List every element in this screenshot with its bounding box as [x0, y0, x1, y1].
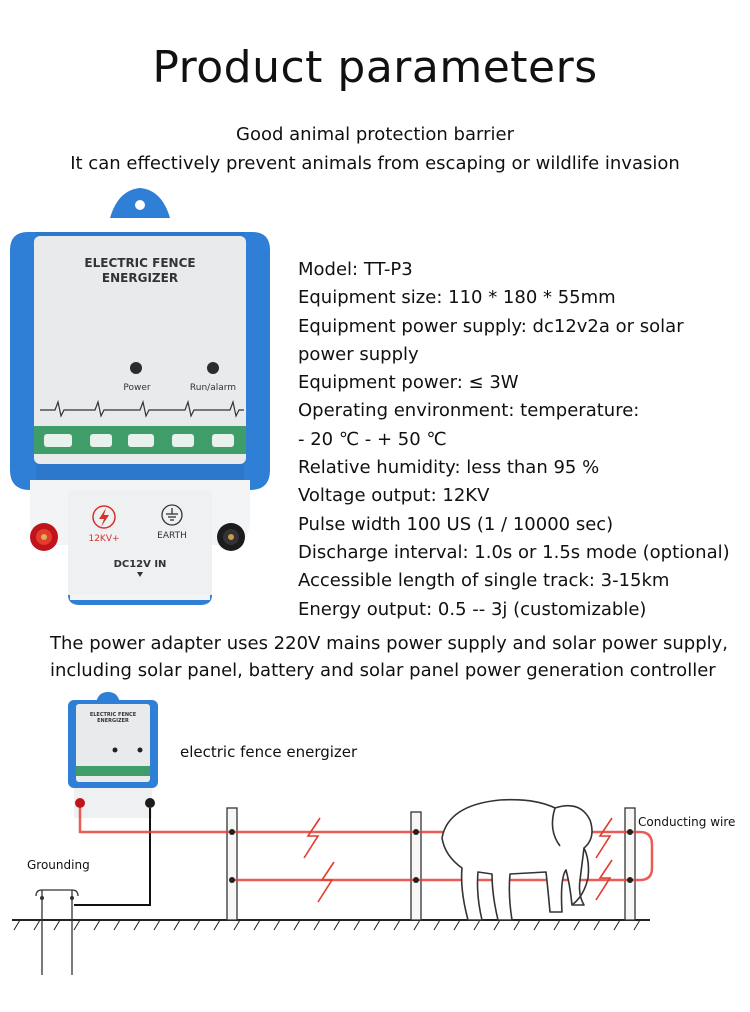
param-line: Equipment power supply: dc12v2a or solar	[298, 315, 684, 337]
param-line: Equipment power: ≤ 3W	[298, 372, 519, 394]
param-line: Energy output: 0.5 -- 3j (customizable)	[298, 598, 647, 620]
power-led-label: Power	[123, 383, 151, 393]
energizer-label: electric fence energizer	[180, 743, 358, 761]
adapter-line-1: The power adapter uses 220V mains power …	[50, 633, 729, 654]
subtitle-1: Good animal protection barrier	[236, 124, 514, 145]
svg-text:ELECTRIC FENCE: ELECTRIC FENCE	[90, 712, 137, 718]
dc-in-label: DC12V IN	[114, 559, 167, 570]
param-line: Discharge interval: 1.0s or 1.5s mode (o…	[298, 541, 730, 563]
svg-text:ENERGIZER: ENERGIZER	[97, 718, 129, 724]
param-line: power supply	[298, 343, 419, 365]
earth-label: EARTH	[157, 531, 187, 541]
page-title: Product parameters	[152, 42, 598, 93]
param-line: Operating environment: temperature:	[298, 400, 640, 422]
conducting-wire-label: Conducting wire	[638, 815, 736, 829]
subtitle-2: It can effectively prevent animals from …	[70, 153, 680, 174]
device-label-2: ENERGIZER	[102, 271, 178, 285]
device-label-1: ELECTRIC FENCE	[84, 256, 195, 270]
small-energizer: ELECTRIC FENCE ENERGIZER	[68, 692, 158, 818]
earth-ground-icon	[161, 504, 183, 526]
lightning-icon	[92, 505, 116, 529]
param-line: - 20 ℃ - + 50 ℃	[298, 428, 447, 450]
parameter-list: Model: TT-P3 Equipment size: 110 * 180 *…	[298, 256, 748, 624]
grounding-rod	[35, 889, 79, 975]
param-line: Accessible length of single track: 3-15k…	[298, 570, 670, 592]
voltage-label: 12KV+	[88, 534, 119, 544]
run-alarm-label: Run/alarm	[190, 383, 236, 393]
elephant-illustration	[441, 798, 593, 921]
grounding-label: Grounding	[27, 858, 90, 872]
adapter-line-2: including solar panel, battery and solar…	[50, 660, 716, 681]
param-line: Equipment size: 110 * 180 * 55mm	[298, 287, 616, 309]
param-line: Pulse width 100 US (1 / 10000 sec)	[298, 513, 614, 535]
param-line: Model: TT-P3	[298, 259, 413, 280]
param-line: Voltage output: 12KV	[298, 485, 490, 507]
adapter-description: The power adapter uses 220V mains power …	[50, 630, 728, 684]
spark-icons	[303, 817, 613, 903]
param-line: Relative humidity: less than 95 %	[298, 457, 600, 479]
